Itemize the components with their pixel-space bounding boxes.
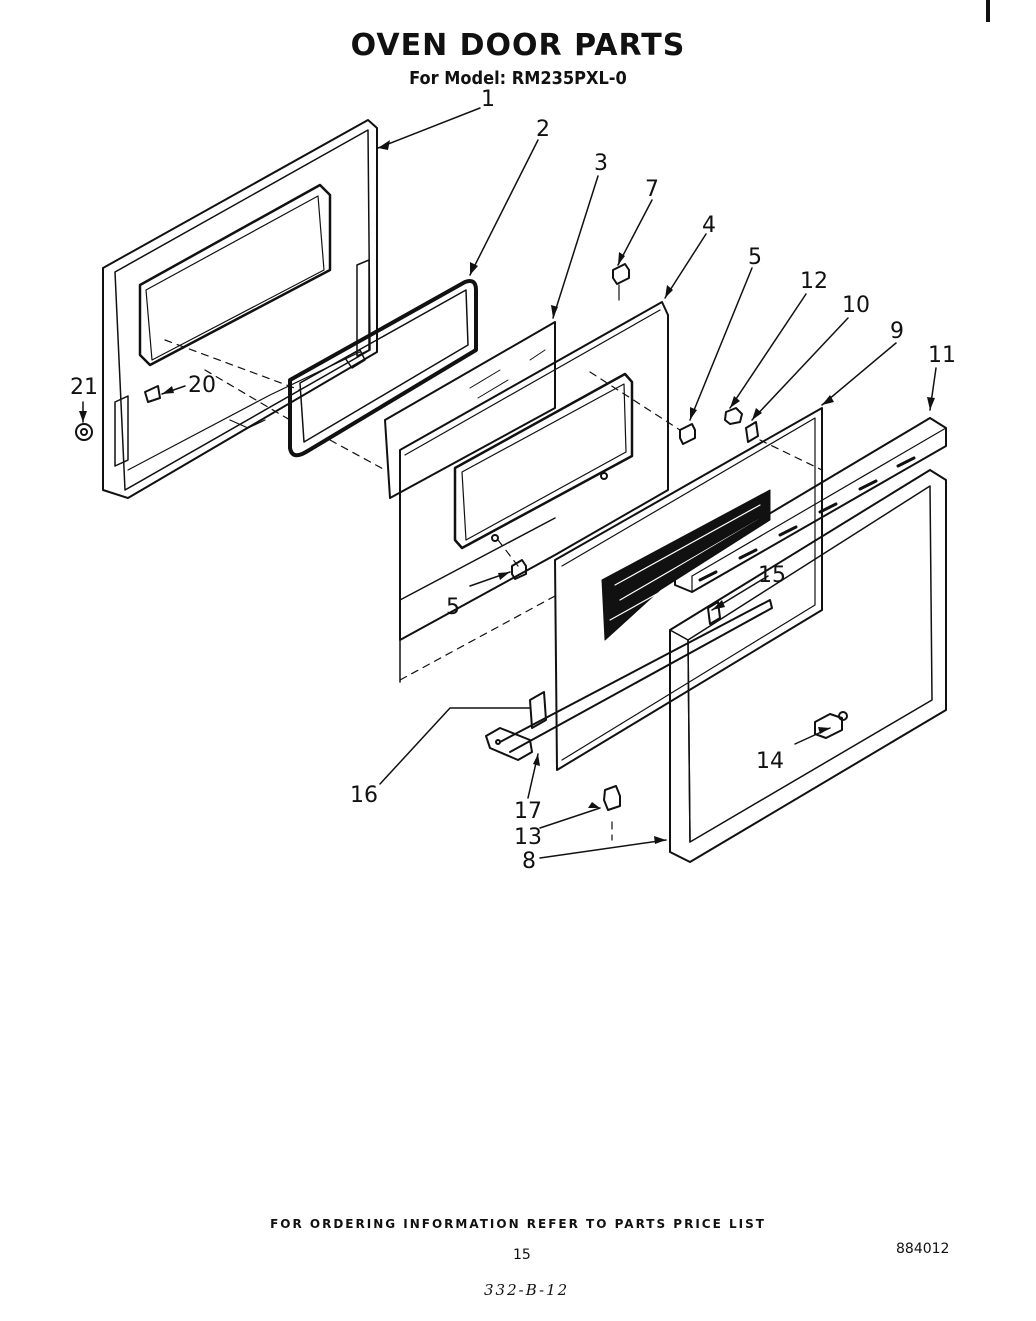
callout-16: 16 [350,783,378,808]
part-13-spacer [603,785,621,811]
callout-3: 3 [594,151,608,176]
part-11-vent-trim [674,417,947,593]
arrowheads [79,140,935,844]
part-20-screw [144,385,161,403]
callout-labels: 1 2 3 7 4 5 12 10 9 11 21 20 5 15 14 16 … [70,87,956,874]
part-8-door-frame [669,469,947,863]
callout-5-upper: 5 [748,245,762,270]
callout-21: 21 [70,375,98,400]
part-12-screw [724,407,743,425]
callout-13: 13 [514,825,542,850]
model-subtitle: For Model: RM235PXL-0 [409,68,627,89]
part-10-bracket [745,421,759,443]
callout-4: 4 [702,213,716,238]
callout-1: 1 [481,87,495,112]
callout-7: 7 [645,177,659,202]
callout-5-lower: 5 [446,595,460,620]
part-5-clip-lower [511,559,527,580]
vent-mesh [601,489,771,641]
callout-8: 8 [522,849,536,874]
part-7-clip [612,263,630,301]
part-2-gasket [288,279,478,458]
callout-9: 9 [890,319,904,344]
ordering-info-note: FOR ORDERING INFORMATION REFER TO PARTS … [270,1217,766,1231]
page-number: 15 [513,1247,531,1263]
part-17-end-cap [485,727,533,761]
part-14-latch [814,711,848,739]
reference-code: 332-B-12 [484,1281,570,1299]
callout-11: 11 [928,343,956,368]
callout-10: 10 [842,293,870,318]
part-16-bracket [529,691,547,729]
leader-lines [82,107,937,859]
handle-rod [499,599,773,753]
part-5-clip-upper [679,423,696,445]
part-21-washer [75,423,93,441]
callout-15: 15 [758,563,786,588]
part-3-window-glass [384,321,556,499]
callout-2: 2 [536,117,550,142]
callout-12: 12 [800,269,828,294]
part-15-bracket [707,601,721,625]
callout-14: 14 [756,749,784,774]
part-1-inner-door-panel [102,119,378,499]
callout-17: 17 [514,799,542,824]
page-title: OVEN DOOR PARTS [350,28,686,63]
alignment-lines [164,339,823,841]
corner-mark [986,0,990,22]
document-number: 884012 [896,1241,950,1257]
part-4-outer-door-panel [399,301,669,683]
callout-20: 20 [188,373,216,398]
